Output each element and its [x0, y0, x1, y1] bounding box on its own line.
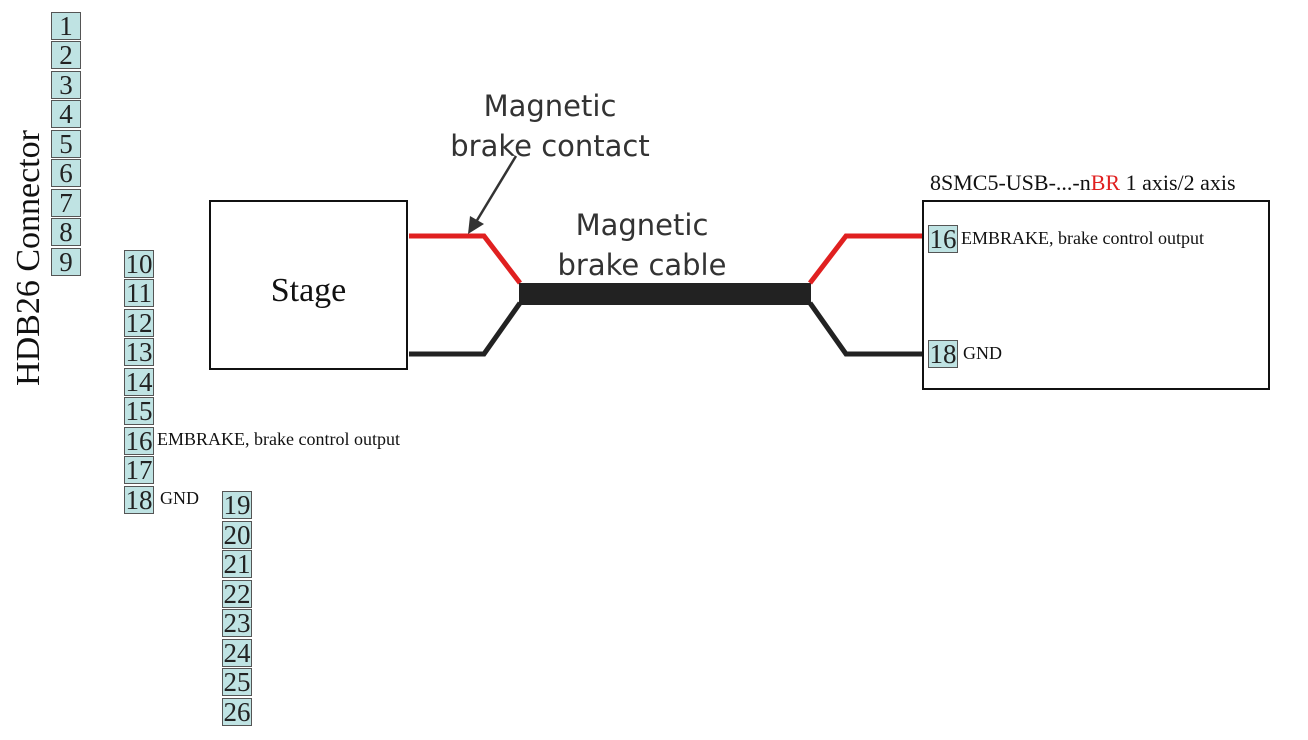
controller-pin-18: 18 — [928, 339, 958, 369]
brake-cable-annotation: Magnetic brake cable — [542, 205, 742, 285]
brake-contact-annotation: Magnetic brake contact — [450, 86, 650, 166]
contact-arrow-head — [468, 216, 484, 234]
red-wire-stage — [409, 233, 522, 285]
pin-26: 26 — [222, 697, 252, 727]
contact-arrow-line — [474, 155, 518, 223]
controller-title-prefix: 8SMC5-USB-...-n — [930, 170, 1091, 195]
pin-11: 11 — [124, 278, 154, 308]
controller-title: 8SMC5-USB-...-nBR 1 axis/2 axis — [930, 170, 1236, 196]
stage-box: Stage — [209, 200, 408, 370]
pin-16: 16 — [124, 426, 154, 456]
controller-box — [922, 200, 1270, 390]
controller-title-suffix: 1 axis/2 axis — [1120, 170, 1236, 195]
stage-label: Stage — [270, 272, 347, 309]
pin-17: 17 — [124, 455, 154, 485]
pin-12: 12 — [124, 308, 154, 338]
controller-pin-16: 16 — [928, 224, 958, 254]
brake-cable-line2: brake cable — [557, 248, 727, 282]
pin-14: 14 — [124, 367, 154, 397]
pin-3: 3 — [51, 71, 81, 99]
brake-contact-line1: Magnetic — [483, 89, 617, 123]
black-wire-stage — [409, 301, 523, 357]
brake-contact-line2: brake contact — [450, 129, 650, 163]
controller-pin-16-label: EMBRAKE, brake control output — [961, 228, 1204, 248]
pin-19: 19 — [222, 490, 252, 520]
pin-18: 18 — [124, 485, 154, 515]
pin-18-label: GND — [160, 488, 199, 508]
black-wire-controller — [807, 301, 924, 357]
pin-7: 7 — [51, 189, 81, 217]
pin-6: 6 — [51, 159, 81, 187]
pin-13: 13 — [124, 337, 154, 367]
brake-cable-line1: Magnetic — [575, 208, 709, 242]
pin-1: 1 — [51, 12, 81, 40]
pin-4: 4 — [51, 100, 81, 128]
pin-24: 24 — [222, 638, 252, 668]
controller-title-highlight: BR — [1090, 170, 1121, 195]
red-wire-controller — [808, 233, 924, 285]
pin-8: 8 — [51, 218, 81, 246]
pin-21: 21 — [222, 549, 252, 579]
pin-9: 9 — [51, 248, 81, 276]
controller-pin-18-label: GND — [963, 343, 1002, 363]
pin-23: 23 — [222, 608, 252, 638]
pin-5: 5 — [51, 130, 81, 158]
pin-2: 2 — [51, 41, 81, 69]
brake-cable — [519, 283, 811, 305]
pin-25: 25 — [222, 667, 252, 697]
pin-22: 22 — [222, 579, 252, 609]
pin-10: 10 — [124, 249, 154, 279]
pin-20: 20 — [222, 520, 252, 550]
pin-15: 15 — [124, 396, 154, 426]
pin-16-label: EMBRAKE, brake control output — [157, 429, 400, 449]
